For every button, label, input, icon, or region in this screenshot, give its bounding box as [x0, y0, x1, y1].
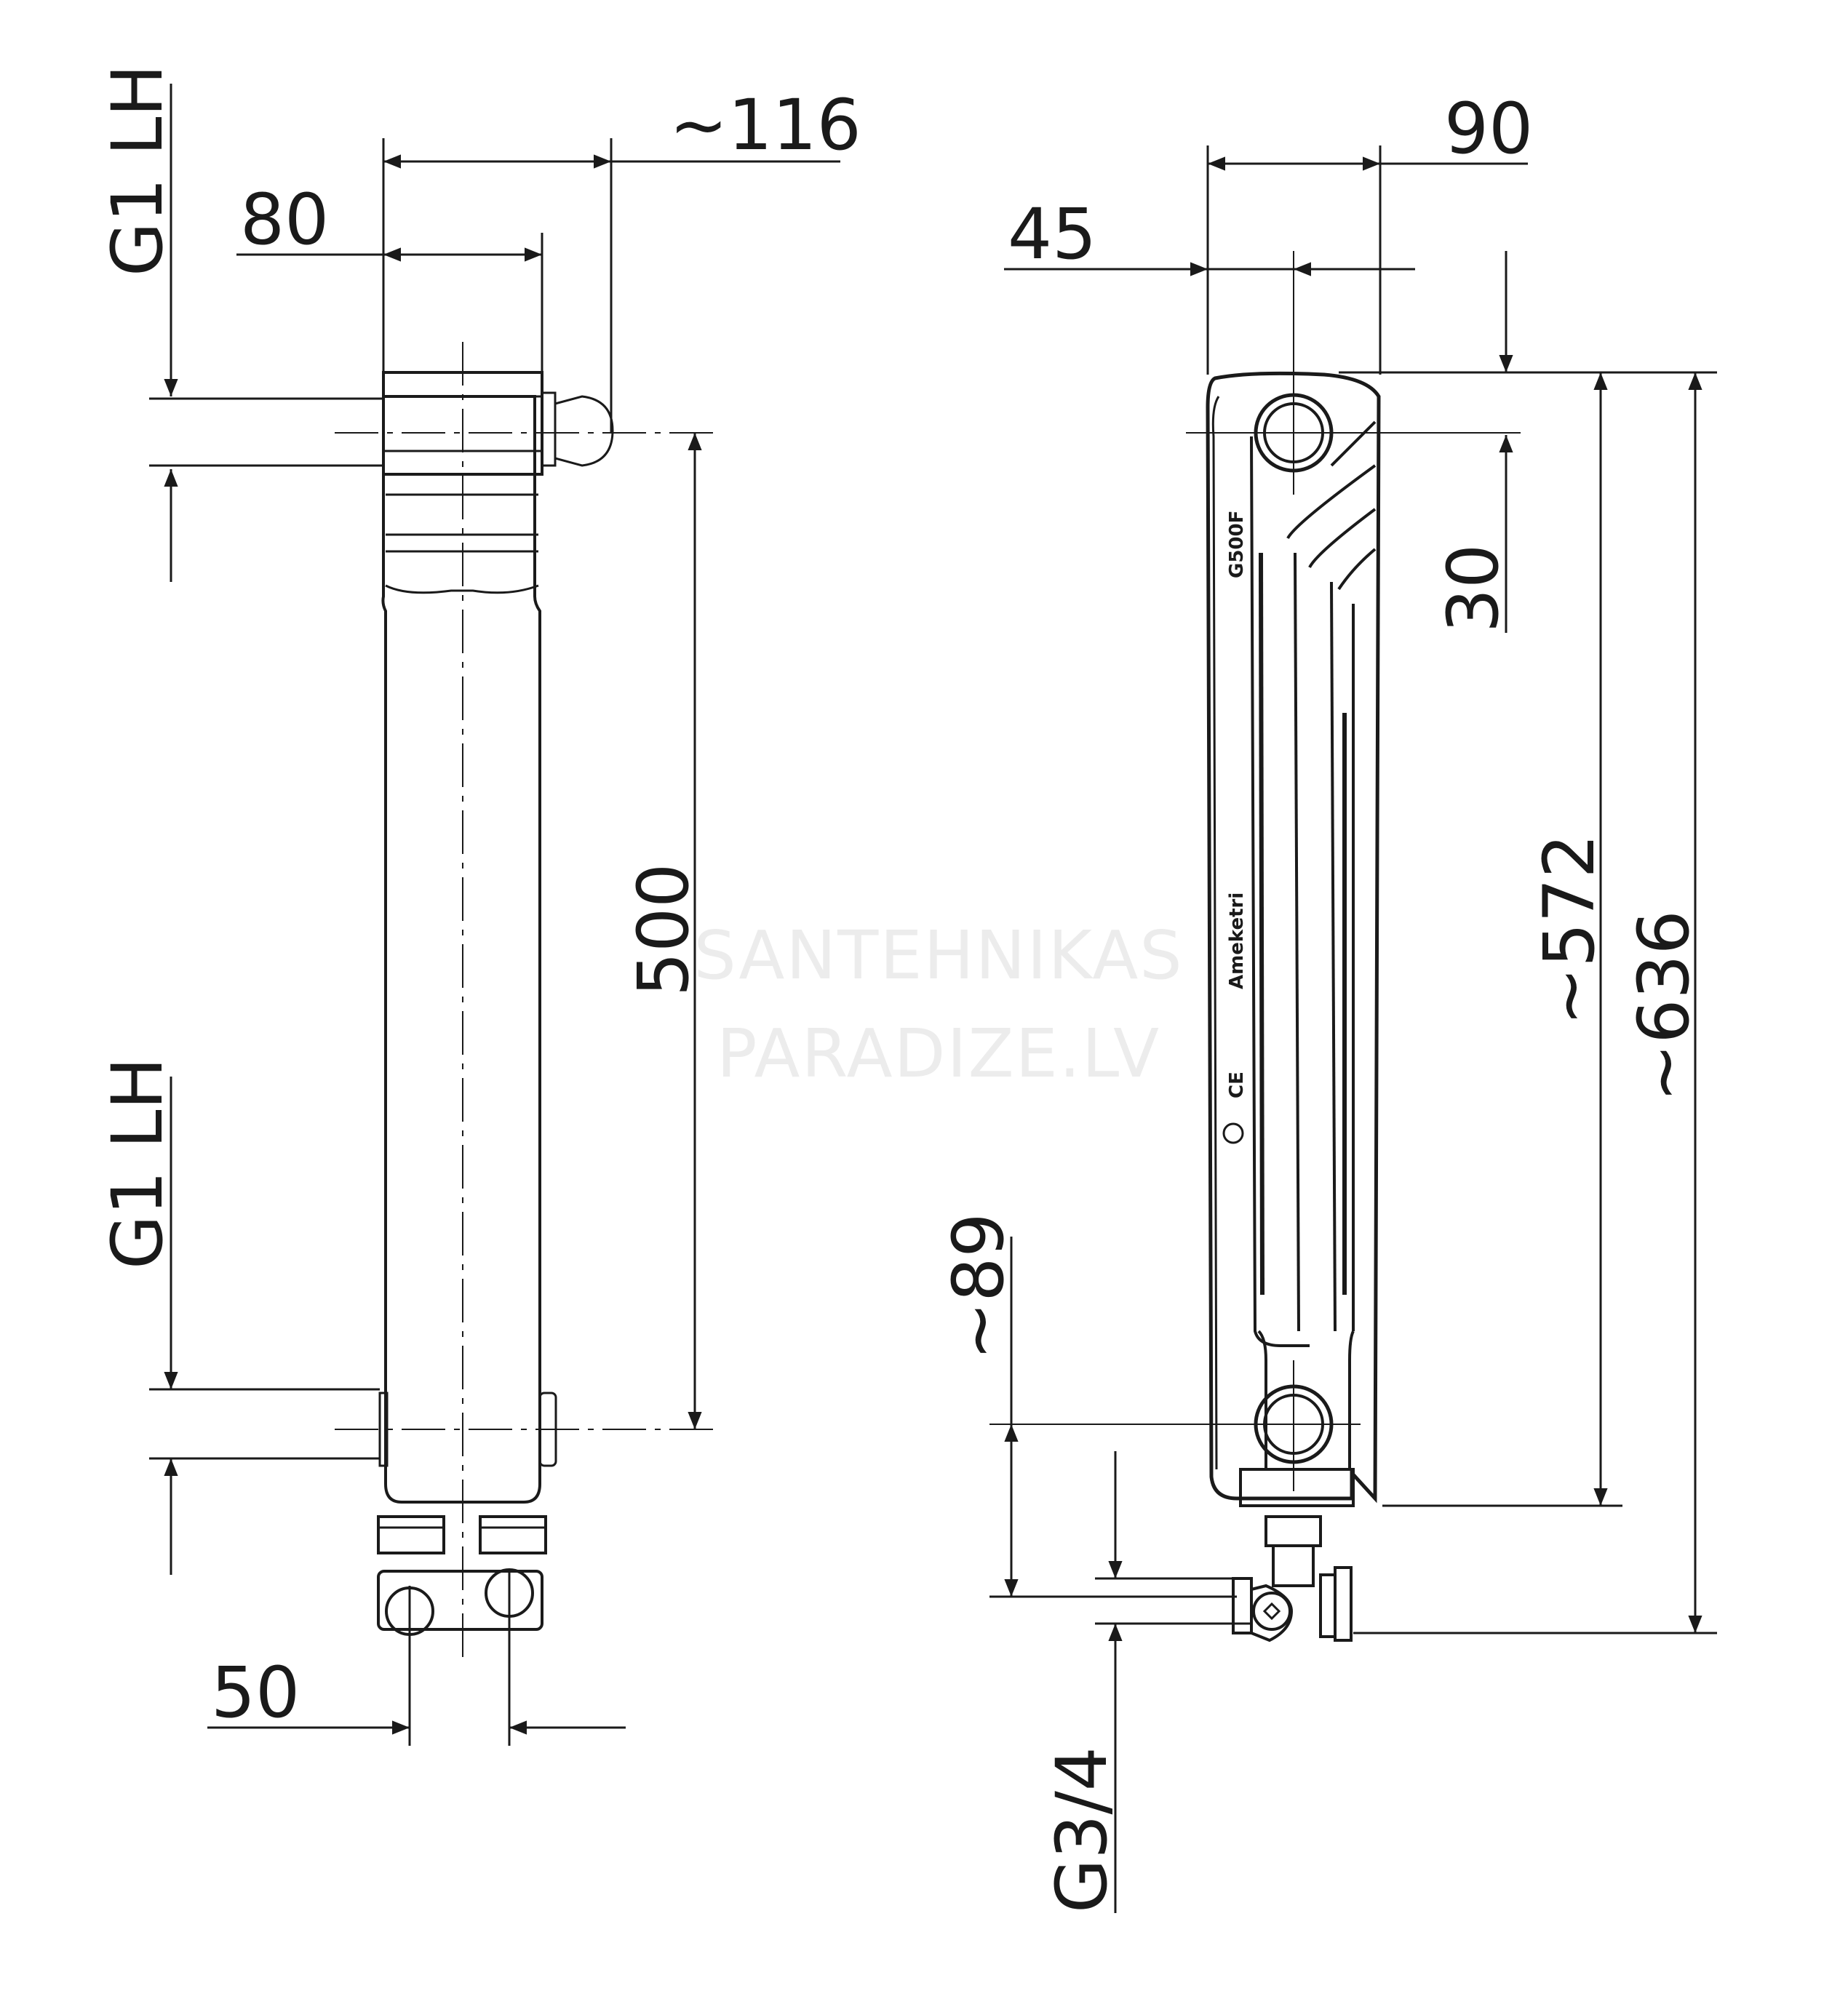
dim-116: ~116 [669, 84, 861, 166]
watermark-line1: SANTEHNIKAS [693, 917, 1183, 994]
side-top-nut [541, 391, 557, 467]
dim-50: 50 [211, 1652, 300, 1733]
side-bottom-left-nut [378, 1392, 389, 1467]
dim-500: 500 [623, 863, 704, 997]
dim-89: ~89 [938, 1213, 1019, 1360]
cert-mark-icon [1222, 1122, 1244, 1144]
front-bottom-valve [1232, 1515, 1353, 1642]
side-body-outline [381, 395, 541, 1504]
dim-572: ~572 [1529, 834, 1610, 1026]
side-top-plug [554, 395, 614, 467]
ce-marking: CE [1226, 1071, 1248, 1098]
watermark-line2: PARADIZE.LV [717, 1015, 1160, 1093]
dim-g1-lh-bottom: G1 LH [97, 1057, 178, 1269]
dim-80: 80 [240, 179, 329, 260]
dim-g1-lh-top: G1 LH [97, 64, 178, 276]
side-view: 80 ~116 G1 LH G1 LH 500 50 [97, 64, 861, 1746]
dim-g34: G3/4 [1041, 1746, 1123, 1913]
dim-636: ~636 [1623, 910, 1705, 1102]
model-marking: G500F [1226, 511, 1248, 578]
dim-90: 90 [1444, 88, 1533, 169]
brand-marking: Ameketri [1226, 893, 1248, 989]
front-body-outline [1206, 371, 1381, 1504]
side-bottom-nut [538, 1392, 557, 1467]
watermark: SANTEHNIKAS PARADIZE.LV [693, 917, 1183, 1093]
dim-30: 30 [1433, 544, 1514, 633]
front-view: G500F Ameketri CE 90 45 [938, 88, 1717, 1913]
dim-45: 45 [1008, 193, 1096, 275]
